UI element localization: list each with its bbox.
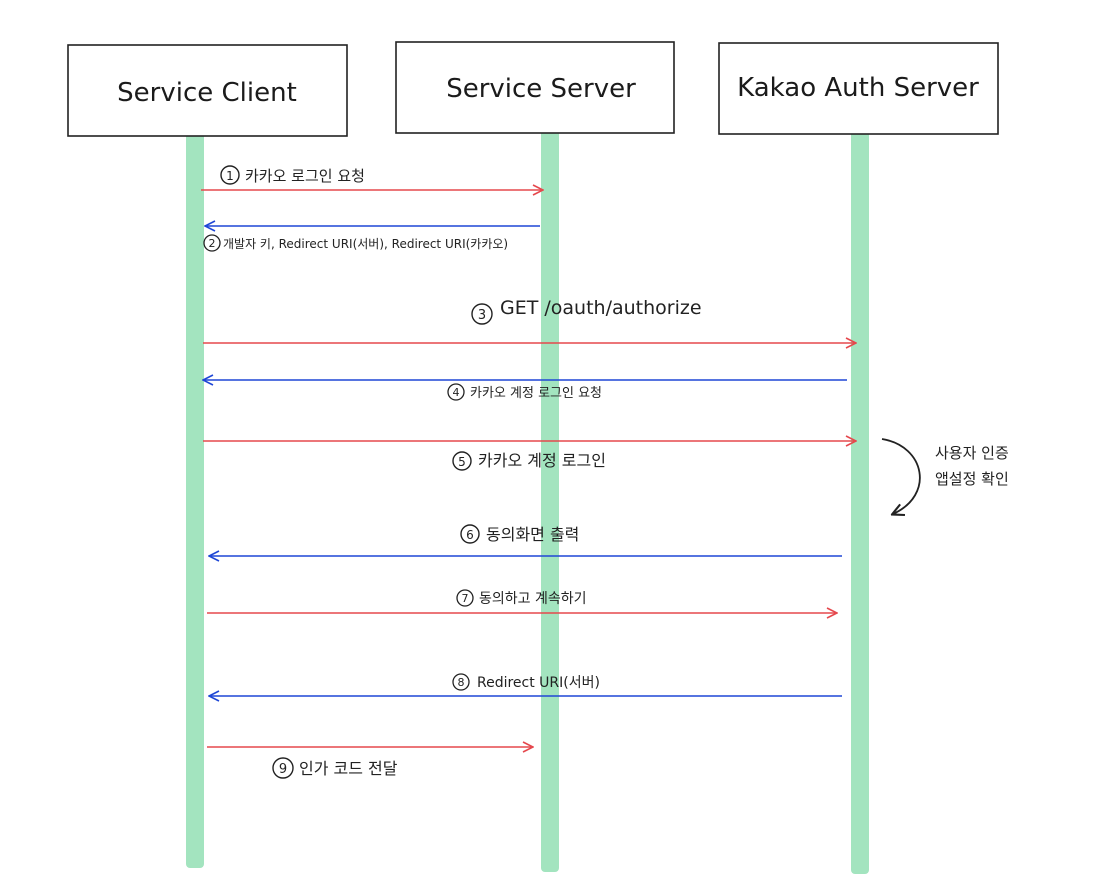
participants: Service Client Service Server Kakao Auth… bbox=[67, 41, 999, 137]
message-text: 동의하고 계속하기 bbox=[479, 591, 587, 607]
step-number: 6 bbox=[466, 528, 474, 542]
participant-kakao-auth-server: Kakao Auth Server bbox=[718, 42, 999, 135]
message-text: 카카오 로그인 요청 bbox=[245, 167, 365, 185]
message-labels: 1 카카오 로그인 요청 2 개발자 키, Redirect URI(서버), … bbox=[203, 165, 702, 779]
message-text: 개발자 키, Redirect URI(서버), Redirect URI(카카… bbox=[223, 237, 508, 251]
step-badge bbox=[460, 524, 480, 544]
step-number: 9 bbox=[279, 762, 287, 777]
step-badge bbox=[452, 451, 472, 471]
step-number: 2 bbox=[209, 237, 216, 250]
participant-label: Service Client bbox=[117, 78, 297, 108]
message-label-6: 6 동의화면 출력 bbox=[460, 524, 579, 544]
step-badge bbox=[447, 383, 465, 401]
message-text: 인가 코드 전달 bbox=[299, 759, 398, 778]
lifeline-kakao-auth-server bbox=[851, 130, 869, 874]
message-text: 동의화면 출력 bbox=[486, 525, 579, 544]
message-label-5: 5 카카오 계정 로그인 bbox=[452, 451, 606, 471]
step-number: 1 bbox=[226, 169, 234, 183]
lifeline-service-server bbox=[541, 123, 559, 872]
step-badge bbox=[456, 589, 474, 607]
message-arrows bbox=[201, 190, 856, 747]
step-number: 5 bbox=[458, 455, 466, 469]
message-label-2: 2 개발자 키, Redirect URI(서버), Redirect URI(… bbox=[203, 234, 508, 252]
step-badge bbox=[203, 234, 221, 252]
note-line-2: 앱설정 확인 bbox=[935, 470, 1009, 488]
message-label-1: 1 카카오 로그인 요청 bbox=[220, 165, 365, 185]
step-number: 4 bbox=[453, 386, 460, 399]
step-badge bbox=[471, 303, 493, 325]
step-number: 8 bbox=[458, 676, 465, 689]
step-badge bbox=[272, 757, 294, 779]
message-text: 카카오 계정 로그인 요청 bbox=[470, 386, 602, 401]
step-badge bbox=[220, 165, 240, 185]
message-label-7: 7 동의하고 계속하기 bbox=[456, 589, 587, 607]
participant-service-server: Service Server bbox=[395, 41, 675, 134]
lifeline-service-client bbox=[186, 128, 204, 868]
self-processing-note: 사용자 인증 앱설정 확인 bbox=[881, 438, 1009, 514]
message-text: GET /oauth/authorize bbox=[500, 297, 702, 319]
message-label-4: 4 카카오 계정 로그인 요청 bbox=[447, 383, 602, 401]
participant-label: Service Server bbox=[446, 74, 636, 104]
step-number: 7 bbox=[462, 592, 469, 605]
lifelines bbox=[186, 123, 869, 874]
self-loop-arrow bbox=[881, 438, 921, 514]
message-text: 카카오 계정 로그인 bbox=[478, 451, 606, 470]
step-badge bbox=[452, 673, 470, 691]
message-label-8: 8 Redirect URI(서버) bbox=[452, 673, 600, 691]
participant-label: Kakao Auth Server bbox=[737, 73, 979, 103]
message-label-3: 3 GET /oauth/authorize bbox=[471, 297, 702, 325]
message-label-9: 9 인가 코드 전달 bbox=[272, 757, 398, 779]
participant-service-client: Service Client bbox=[67, 44, 348, 137]
message-text: Redirect URI(서버) bbox=[477, 675, 600, 691]
note-line-1: 사용자 인증 bbox=[935, 444, 1009, 462]
step-number: 3 bbox=[478, 308, 486, 323]
